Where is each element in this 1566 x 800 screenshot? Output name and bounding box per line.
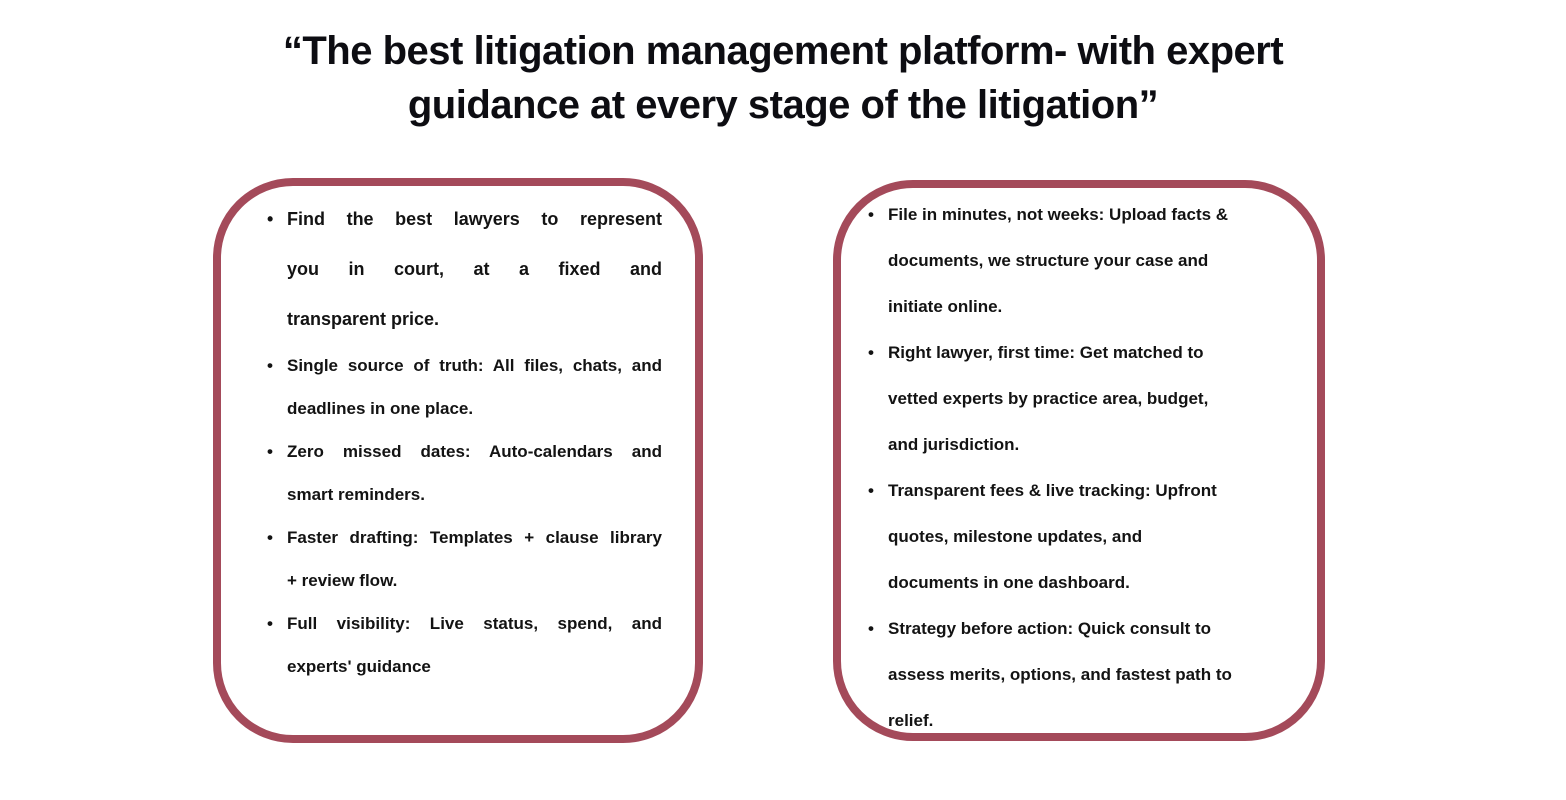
bullet-icon: • bbox=[267, 356, 273, 375]
list-item: • Find the best lawyers to represent you i… bbox=[267, 194, 662, 344]
title-line-1: “The best litigation management platform… bbox=[282, 29, 1284, 73]
list-item: • Right lawyer, first time: Get matched t… bbox=[868, 330, 1292, 468]
list-item-line: documents in one dashboard. bbox=[888, 573, 1130, 592]
list-item-line: you in court, at a fixed and bbox=[287, 259, 662, 279]
list-item-line: initiate online. bbox=[888, 297, 1003, 316]
benefits-card-left: • Find the best lawyers to represent you i… bbox=[213, 178, 703, 743]
list-item-line: and jurisdiction. bbox=[888, 435, 1020, 454]
list-item: • File in minutes, not weeks: Upload fact… bbox=[868, 192, 1292, 330]
bullet-icon: • bbox=[267, 209, 274, 229]
list-item-line: Full visibility: Live status, spend, and bbox=[287, 614, 662, 633]
title-line-2: guidance at every stage of the litigatio… bbox=[407, 83, 1159, 127]
bullet-icon: • bbox=[267, 528, 273, 547]
list-item: • Single source of truth: All files, chat… bbox=[267, 344, 662, 430]
list-item-line: quotes, milestone updates, and bbox=[888, 527, 1143, 546]
bullet-icon: • bbox=[267, 614, 273, 633]
list-item: • Zero missed dates: Auto-calendars and sm… bbox=[267, 430, 662, 516]
list-item: • Transparent fees & live tracking: Upfro… bbox=[868, 468, 1292, 606]
list-item: • Strategy before action: Quick consult t… bbox=[868, 606, 1292, 744]
list-item-line: relief. bbox=[888, 711, 934, 730]
list-item-line: vetted experts by practice area, budget, bbox=[888, 389, 1209, 408]
list-item-line: File in minutes, not weeks: Upload facts… bbox=[888, 205, 1229, 224]
list-item: • Faster drafting: Templates + clause lib… bbox=[267, 516, 662, 602]
benefits-card-right: • File in minutes, not weeks: Upload fact… bbox=[833, 180, 1325, 741]
list-item-line: Right lawyer, first time: Get matched to bbox=[888, 343, 1204, 362]
list-item-line: transparent price. bbox=[287, 309, 440, 329]
list-item-line: Transparent fees & live tracking: Upfron… bbox=[888, 481, 1217, 500]
bullet-icon: • bbox=[868, 205, 874, 224]
benefits-list-right: • File in minutes, not weeks: Upload fact… bbox=[841, 188, 1317, 744]
list-item-line: Zero missed dates: Auto-calendars and bbox=[287, 442, 662, 461]
bullet-icon: • bbox=[868, 481, 874, 500]
bullet-icon: • bbox=[868, 619, 874, 638]
list-item-line: Faster drafting: Templates + clause libr… bbox=[287, 528, 662, 547]
page-title: “The best litigation management platform… bbox=[0, 24, 1566, 132]
list-item-line: smart reminders. bbox=[287, 485, 425, 504]
list-item-line: assess merits, options, and fastest path… bbox=[888, 665, 1232, 684]
list-item: • Full visibility: Live status, spend, an… bbox=[267, 602, 662, 688]
list-item-line: Find the best lawyers to represent bbox=[287, 209, 662, 229]
benefits-list-left: • Find the best lawyers to represent you i… bbox=[221, 186, 695, 688]
list-item-line: Single source of truth: All files, chats… bbox=[287, 356, 662, 375]
list-item-line: deadlines in one place. bbox=[287, 399, 474, 418]
list-item-line: + review flow. bbox=[287, 571, 398, 590]
list-item-line: documents, we structure your case and bbox=[888, 251, 1209, 270]
bullet-icon: • bbox=[868, 343, 874, 362]
list-item-line: experts' guidance bbox=[287, 657, 431, 676]
list-item-line: Strategy before action: Quick consult to bbox=[888, 619, 1212, 638]
bullet-icon: • bbox=[267, 442, 273, 461]
